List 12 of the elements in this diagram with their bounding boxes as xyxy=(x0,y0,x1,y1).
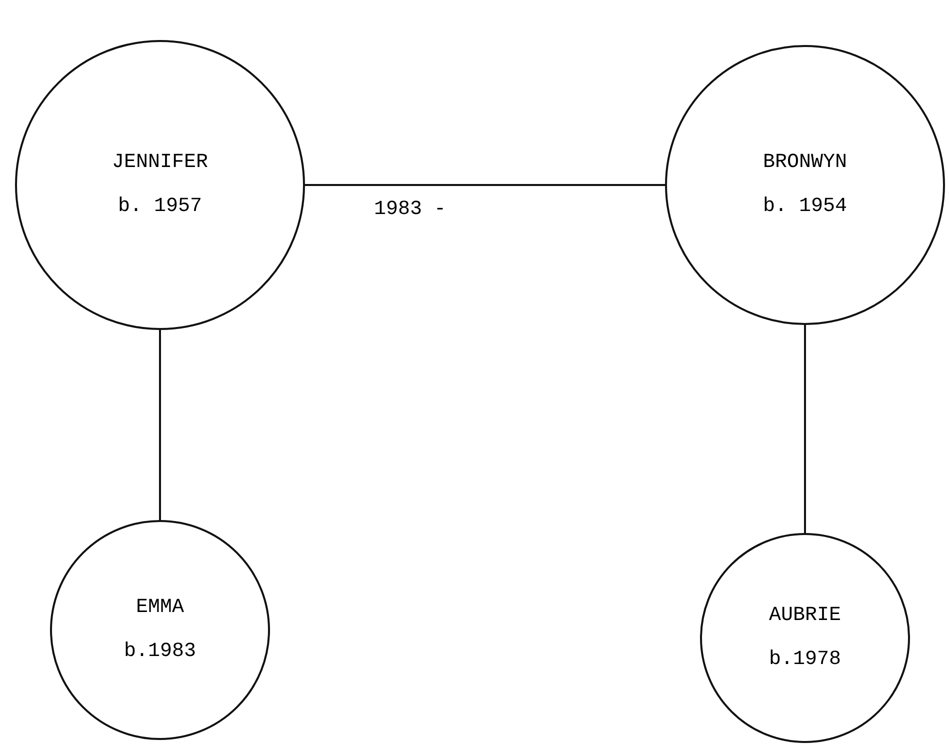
person-name: AUBRIE xyxy=(768,606,841,626)
person-name: JENNIFER xyxy=(112,153,208,173)
edge-label: 1983 - xyxy=(374,200,446,220)
connector-line xyxy=(159,330,161,520)
person-name: EMMA xyxy=(136,598,184,618)
birth-year: b. 1954 xyxy=(762,197,847,217)
connector-line xyxy=(804,325,806,533)
birth-year: b.1983 xyxy=(124,642,196,662)
connector-line xyxy=(305,184,665,186)
birth-year: b.1978 xyxy=(768,650,841,670)
birth-year: b. 1957 xyxy=(118,197,202,217)
person-name: BRONWYN xyxy=(762,153,847,173)
